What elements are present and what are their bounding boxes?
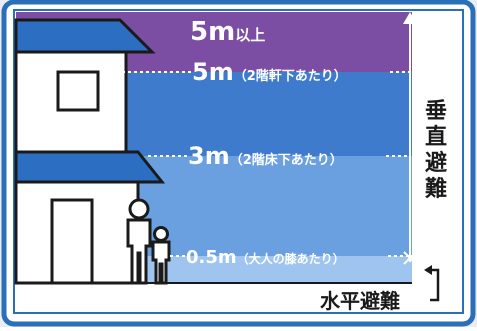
vertical-evac-char-3: 避	[425, 150, 447, 176]
child-figure	[151, 226, 171, 285]
upper-roof	[14, 18, 156, 54]
vertical-arrow-head	[403, 12, 417, 24]
house	[14, 18, 166, 285]
horizontal-bracket-line	[430, 268, 440, 302]
upper-window	[56, 70, 100, 112]
child-head	[153, 226, 169, 242]
horizontal-evac-label: 水平避難	[320, 289, 400, 313]
vertical-evac-char-4: 難	[425, 176, 447, 202]
adult-body	[126, 218, 152, 285]
lower-roof	[14, 150, 166, 184]
vertical-evac-char-1: 垂	[425, 99, 447, 124]
door	[50, 198, 94, 285]
label-5m: 5m（2階軒下あたり）	[192, 58, 347, 86]
label-3m: 3m（2階床下あたり）	[188, 142, 343, 170]
ground-area	[16, 283, 412, 311]
vertical-arrow	[403, 12, 417, 265]
label-5m-above: 5m以上	[190, 17, 265, 47]
horizontal-evac-bracket	[424, 265, 440, 302]
vertical-arrow-base-2	[403, 251, 417, 265]
adult-head	[128, 198, 150, 220]
vertical-evac-char-2: 直	[425, 124, 447, 150]
label-05m: 0.5m（大人の膝あたり）	[186, 247, 345, 268]
adult-figure	[126, 198, 152, 285]
horizontal-bracket-arrow	[424, 265, 432, 275]
child-body	[151, 240, 171, 285]
